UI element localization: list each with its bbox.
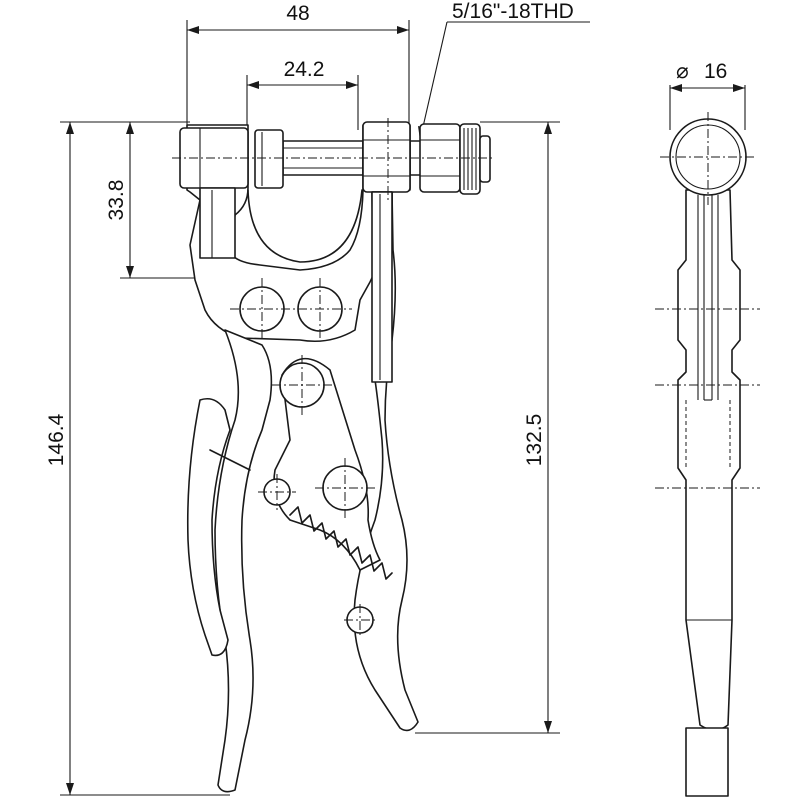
dimension-handle-length-label: 132.5: [523, 414, 546, 467]
dimension-jaw-height-label: 33.8: [105, 180, 128, 221]
dimension-screw-reach: 24.2: [246, 58, 359, 130]
handle-rod: [371, 191, 393, 383]
front-view: [172, 118, 495, 793]
dimension-handle-length: 132.5: [415, 121, 560, 734]
dimension-screw-reach-label: 24.2: [284, 58, 325, 81]
side-view: ⌀ 16: [655, 60, 760, 797]
side-handle-end: [685, 727, 729, 797]
dimension-diameter: ⌀ 16: [669, 60, 746, 130]
release-lever: [186, 397, 231, 657]
dimension-overall-width: 48: [186, 2, 410, 125]
dimension-overall-width-label: 48: [286, 2, 309, 25]
side-frame: [677, 189, 741, 731]
side-center-lines: [655, 112, 760, 489]
thread-callout-label: 5/16"-18THD: [452, 0, 574, 23]
dimension-diameter-label: 16: [704, 60, 727, 83]
dimension-overall-height-label: 146.4: [45, 413, 68, 466]
movable-handle: [214, 329, 273, 793]
fixed-handle: [353, 191, 419, 732]
screw-block: [362, 121, 411, 193]
dimension-diameter-symbol: ⌀: [676, 60, 689, 83]
return-spring: [289, 506, 393, 580]
thread-callout: 5/16"-18THD: [418, 0, 590, 141]
knurled-knob: [459, 123, 491, 195]
jaw-throat: [247, 189, 363, 263]
dimension-overall-height: 146.4: [45, 121, 230, 796]
front-center-lines: [172, 118, 495, 636]
